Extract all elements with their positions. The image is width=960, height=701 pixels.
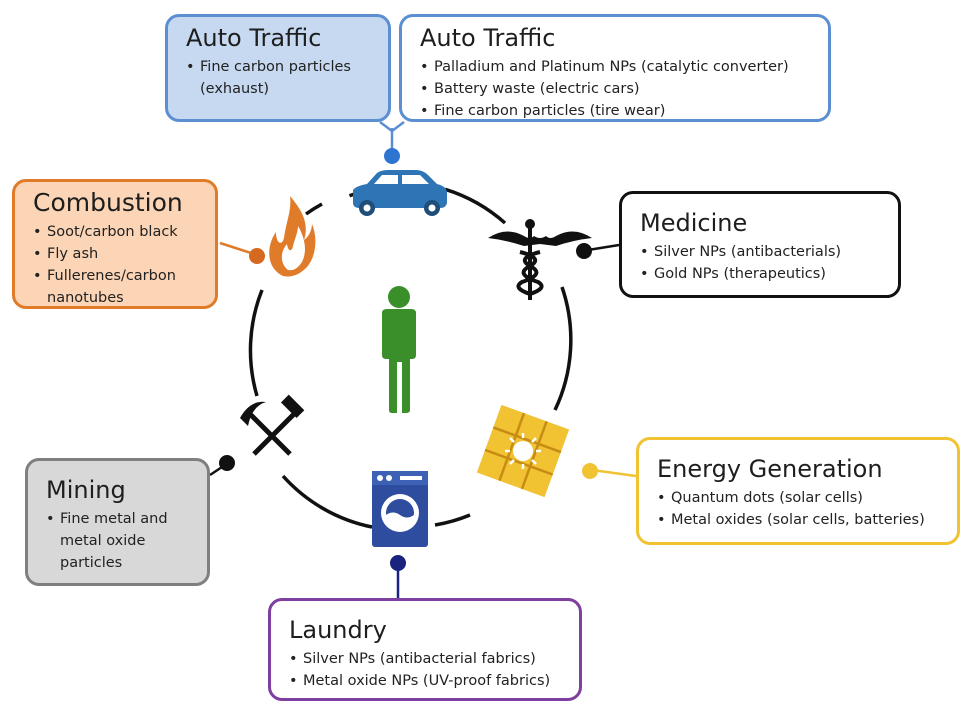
source-box-laundry: Laundry Silver NPs (antibacterial fabric… bbox=[268, 598, 582, 701]
list-item: Fly ash bbox=[33, 243, 205, 265]
flame-icon bbox=[269, 196, 316, 277]
connector-laundry bbox=[390, 555, 406, 598]
source-title: Laundry bbox=[289, 616, 387, 644]
list-item: Metal oxide NPs (UV-proof fabrics) bbox=[289, 670, 569, 692]
item-list: Quantum dots (solar cells) Metal oxides … bbox=[657, 487, 947, 531]
item-list: Fine metal and metal oxide particles bbox=[46, 508, 197, 574]
pickaxe-hammer-icon bbox=[240, 394, 305, 456]
source-title: Medicine bbox=[640, 209, 748, 237]
source-title: Auto Traffic bbox=[420, 24, 556, 52]
source-box-combustion: Combustion Soot/carbon black Fly ash Ful… bbox=[12, 179, 218, 309]
connector-mining bbox=[209, 455, 235, 477]
list-item: Gold NPs (therapeutics) bbox=[640, 263, 888, 285]
item-list: Silver NPs (antibacterials) Gold NPs (th… bbox=[640, 241, 888, 285]
source-title: Auto Traffic bbox=[186, 24, 322, 52]
list-item: Battery waste (electric cars) bbox=[420, 78, 818, 100]
source-title: Mining bbox=[46, 476, 126, 504]
car-icon bbox=[353, 170, 447, 216]
source-box-auto-traffic: Auto Traffic Palladium and Platinum NPs … bbox=[399, 14, 831, 122]
solar-panel-icon bbox=[476, 404, 570, 498]
connector-combustion bbox=[219, 241, 265, 264]
list-item: Fine carbon particles (tire wear) bbox=[420, 100, 818, 122]
washing-machine-icon bbox=[372, 471, 428, 547]
connector-energy bbox=[582, 463, 637, 479]
list-item: Palladium and Platinum NPs (catalytic co… bbox=[420, 56, 818, 78]
source-box-auto-traffic-exhaust: Auto Traffic Fine carbon particles (exha… bbox=[165, 14, 391, 122]
connector-auto bbox=[379, 121, 405, 164]
ring-segments bbox=[248, 186, 573, 529]
item-list: Palladium and Platinum NPs (catalytic co… bbox=[420, 56, 818, 122]
source-title: Combustion bbox=[33, 188, 183, 217]
list-item: Silver NPs (antibacterial fabrics) bbox=[289, 648, 569, 670]
item-list: Fine carbon particles (exhaust) bbox=[186, 56, 378, 100]
list-item: Metal oxides (solar cells, batteries) bbox=[657, 509, 947, 531]
list-item: Silver NPs (antibacterials) bbox=[640, 241, 888, 263]
source-box-mining: Mining Fine metal and metal oxide partic… bbox=[25, 458, 210, 586]
list-item: Fullerenes/carbon nanotubes bbox=[33, 265, 205, 309]
list-item: Fine metal and metal oxide particles bbox=[46, 508, 197, 574]
item-list: Soot/carbon black Fly ash Fullerenes/car… bbox=[33, 221, 205, 309]
person-icon bbox=[382, 286, 416, 413]
list-item: Quantum dots (solar cells) bbox=[657, 487, 947, 509]
source-box-medicine: Medicine Silver NPs (antibacterials) Gol… bbox=[619, 191, 901, 298]
caduceus-icon bbox=[488, 219, 592, 300]
connector-medicine bbox=[576, 243, 620, 259]
item-list: Silver NPs (antibacterial fabrics) Metal… bbox=[289, 648, 569, 692]
source-box-energy-generation: Energy Generation Quantum dots (solar ce… bbox=[636, 437, 960, 545]
list-item: Soot/carbon black bbox=[33, 221, 205, 243]
source-title: Energy Generation bbox=[657, 455, 883, 483]
list-item: Fine carbon particles (exhaust) bbox=[186, 56, 378, 100]
